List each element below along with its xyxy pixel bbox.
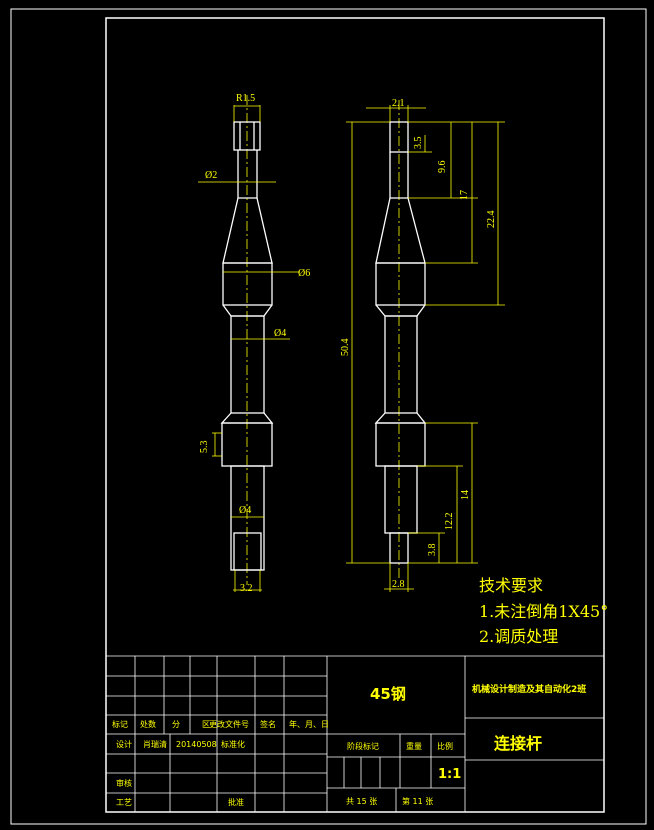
dim-17: 17 — [459, 190, 470, 200]
label-approve: 批准 — [228, 797, 244, 807]
dim-504: 50.4 — [340, 339, 351, 357]
tech-item-1: 1.未注倒角1X45° — [479, 602, 608, 621]
dim-d4-upper: Ø4 — [274, 328, 286, 339]
technical-requirements: 技术要求 1.未注倒角1X45° 2.调质处理 — [479, 576, 608, 646]
label-qu: 区 — [202, 720, 210, 729]
left-dimensions: R1.5 Ø2 Ø6 Ø4 5.3 Ø4 3.2 — [198, 93, 310, 594]
dim-35: 3.5 — [413, 137, 424, 150]
label-scale: 比例 — [437, 741, 453, 751]
dim-28: 2.8 — [392, 579, 405, 590]
scale-value: 1:1 — [438, 767, 461, 782]
dim-r15: R1.5 — [236, 93, 255, 104]
right-dimensions: 2.1 3.5 9.6 17 22.4 50.4 14 12.2 3.8 2.8 — [340, 98, 505, 592]
dim-53: 5.3 — [199, 441, 210, 454]
dim-38: 3.8 — [427, 544, 438, 557]
label-weight: 重量 — [406, 741, 422, 751]
design-date: 20140508 — [176, 740, 217, 749]
label-standardization: 标准化 — [221, 739, 245, 749]
school-name: 机械设计制造及其自动化2班 — [472, 683, 586, 695]
label-sign: 签名 — [260, 719, 276, 729]
designer-name: 肖瑞清 — [143, 739, 167, 749]
tech-title: 技术要求 — [479, 576, 543, 595]
dim-d6: Ø6 — [298, 268, 310, 279]
label-craft: 工艺 — [116, 798, 132, 807]
part-name: 连接杆 — [494, 734, 542, 753]
label-change-doc: 更改文件号 — [209, 719, 249, 729]
outer-border — [10, 8, 647, 825]
label-design: 设计 — [116, 739, 132, 749]
dim-d4-lower: Ø4 — [239, 505, 251, 516]
label-review: 审核 — [116, 778, 132, 788]
label-date: 年、月、日 — [289, 719, 329, 729]
left-part-view — [220, 95, 274, 585]
tech-item-2: 2.调质处理 — [479, 627, 558, 646]
label-count: 处数 — [140, 719, 156, 729]
dim-224: 22.4 — [486, 211, 497, 229]
dim-21: 2.1 — [392, 98, 405, 109]
material: 45钢 — [370, 685, 406, 703]
title-block: 标记 处数 分 区 更改文件号 签名 年、月、日 设计 肖瑞清 20140508… — [106, 655, 604, 812]
inner-border — [105, 17, 605, 813]
dim-32: 3.2 — [240, 583, 253, 594]
label-mark: 标记 — [112, 719, 128, 729]
dim-96: 9.6 — [437, 161, 448, 174]
sheets-total: 共 15 张 — [346, 797, 377, 806]
label-fen: 分 — [172, 720, 180, 729]
sheet-number: 第 11 张 — [402, 796, 433, 806]
dim-122: 12.2 — [444, 513, 455, 531]
label-stage: 阶段标记 — [347, 741, 379, 751]
right-part-view — [374, 100, 427, 578]
dim-14: 14 — [460, 490, 471, 500]
dim-d2: Ø2 — [205, 170, 217, 181]
